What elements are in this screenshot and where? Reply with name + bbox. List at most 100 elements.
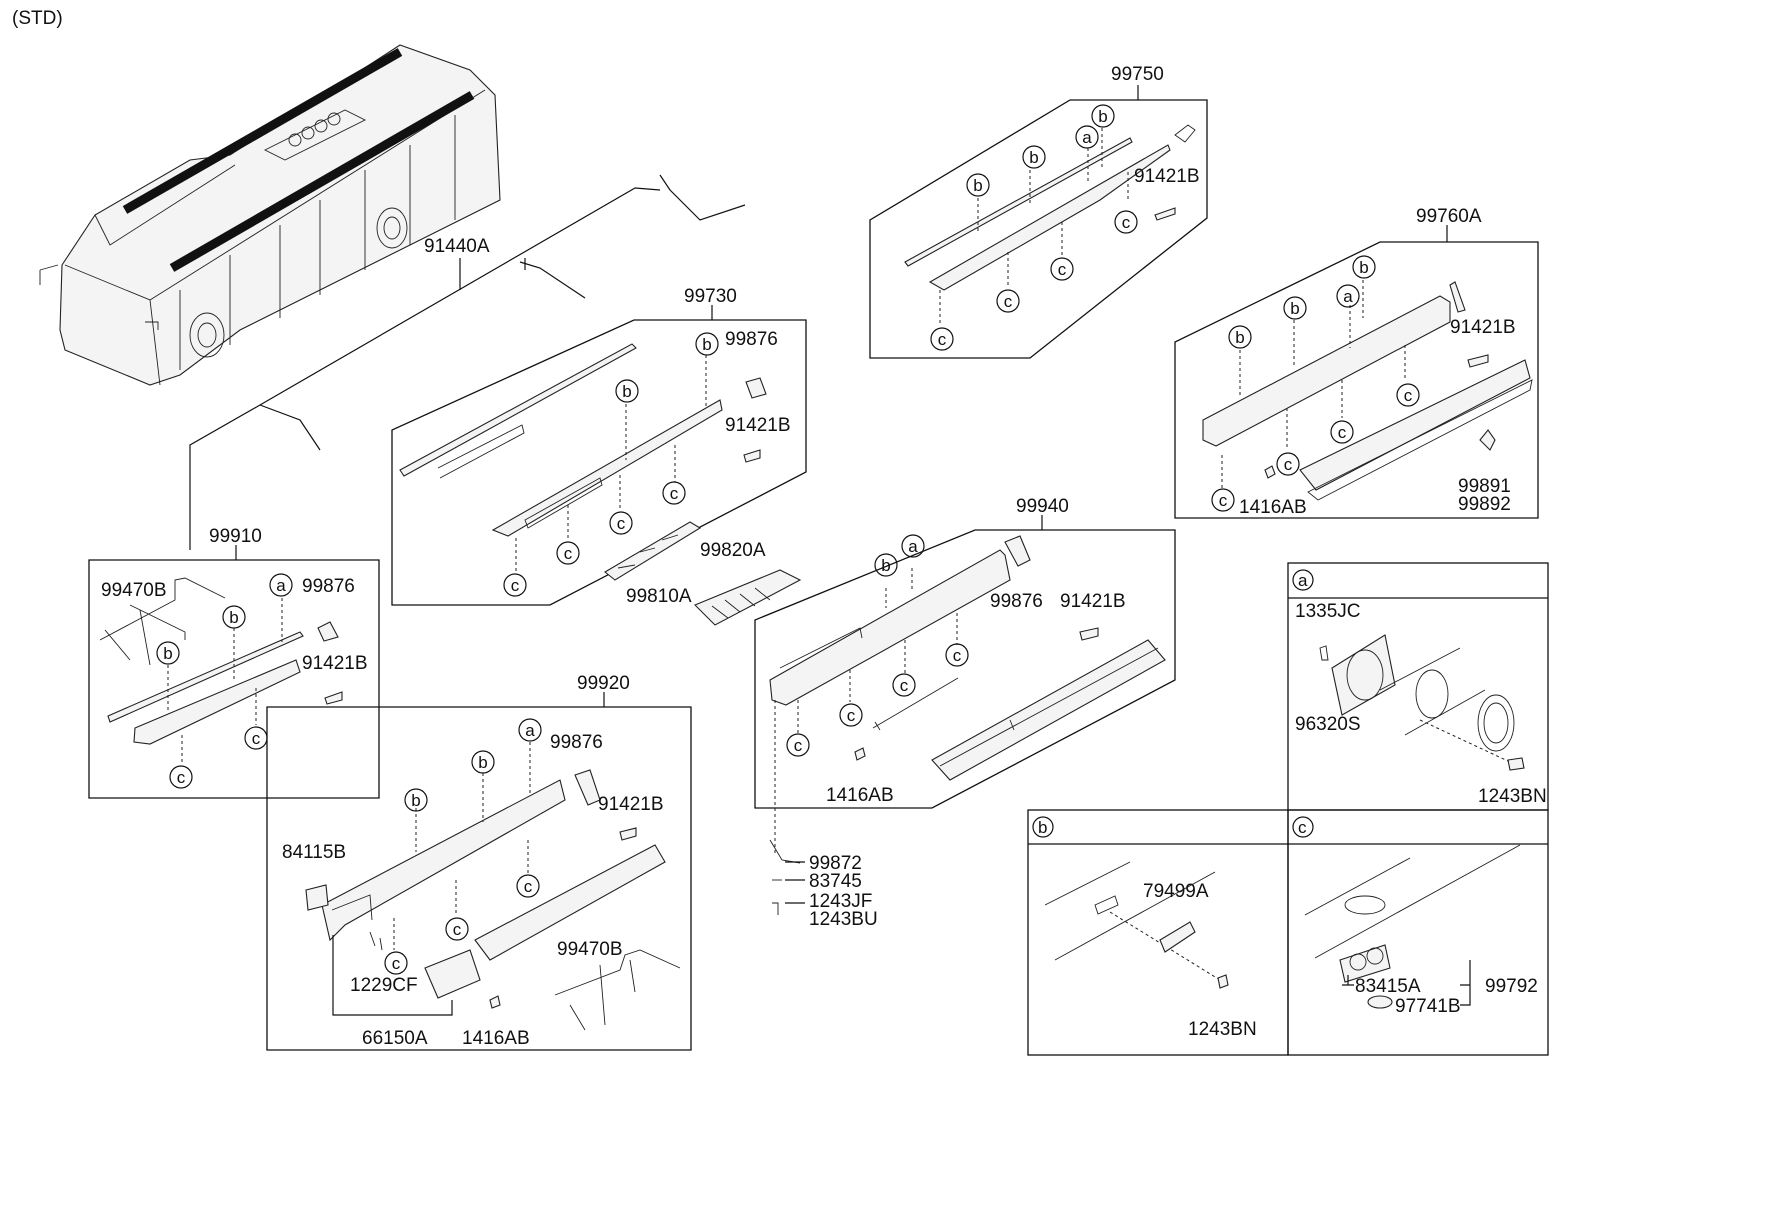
callout-letter-a: a <box>908 537 918 556</box>
callout-letter-a: a <box>1082 128 1092 147</box>
callout-letter-c: c <box>1284 455 1293 474</box>
wiring-harness-91440A: 91440A <box>189 174 746 550</box>
callout-letter-c: c <box>524 877 533 896</box>
part-1243JF: 1243JF <box>809 891 872 912</box>
callout-letter-c: c <box>1338 423 1347 442</box>
callout-circle-c <box>662 481 686 505</box>
part-83415A: 83415A <box>1355 976 1421 997</box>
callout-circle-c <box>503 573 527 597</box>
callout-letter-c: c <box>392 954 401 973</box>
loose-parts-99810A-99820A: 99810A 99820A <box>604 521 802 626</box>
part-91421B-99730: 91421B <box>725 415 791 436</box>
callout-circle-c <box>445 917 469 941</box>
part-99892: 99892 <box>1458 494 1511 515</box>
group-label-99910: 99910 <box>209 526 262 547</box>
callout-circle-b <box>874 553 898 577</box>
callout-letter-b: b <box>1290 299 1299 318</box>
callout-circle-c <box>556 541 580 565</box>
part-91421B: 91421B <box>1134 166 1200 187</box>
callout-letter-b: b <box>1235 328 1244 347</box>
group-99730: 99730 99876 91421B <box>391 286 807 606</box>
part-99810A: 99810A <box>626 586 692 607</box>
detail-panel-b: b 79499A 1243BN <box>1027 809 1289 1056</box>
callout-letter-a: a <box>276 576 286 595</box>
variant-label: (STD) <box>12 8 63 29</box>
callout-letter-c: c <box>953 646 962 665</box>
group-label-99920: 99920 <box>577 673 630 694</box>
part-99820A: 99820A <box>700 540 766 561</box>
detail-a-marker: a <box>1298 571 1308 590</box>
part-99876-99730: 99876 <box>725 329 778 350</box>
part-91421B-99940: 91421B <box>1060 591 1126 612</box>
callout-letter-c: c <box>252 729 261 748</box>
callout-circle-c <box>1396 383 1420 407</box>
callout-circle-a <box>1075 125 1099 149</box>
callout-circle-c <box>169 765 193 789</box>
callout-circle-c <box>1211 488 1235 512</box>
group-99920: 99920 99876 91421B 84115B 1229CF 99470B … <box>266 673 692 1051</box>
callout-circle-c <box>892 673 916 697</box>
detail-c-marker: c <box>1298 818 1307 837</box>
callout-letter-b: b <box>1098 107 1107 126</box>
callout-circle-a <box>1336 284 1360 308</box>
part-91421B-99910: 91421B <box>302 653 368 674</box>
detail-b-marker: b <box>1038 818 1047 837</box>
callout-letter-c: c <box>177 768 186 787</box>
part-99876-99910: 99876 <box>302 576 355 597</box>
callout-circle-c <box>786 733 810 757</box>
group-99760A: 99760A 91421B 1416AB 99891 99892 <box>1174 206 1539 519</box>
callout-letter-c: c <box>900 676 909 695</box>
callout-circle-c <box>384 951 408 975</box>
callout-circle-b <box>471 750 495 774</box>
callout-circle-c <box>930 327 954 351</box>
callout-letter-b: b <box>1029 148 1038 167</box>
part-1243BN-a: 1243BN <box>1478 786 1547 807</box>
callout-circle-b <box>404 788 428 812</box>
callout-circle-a <box>901 534 925 558</box>
part-91421B-99760A: 91421B <box>1450 317 1516 338</box>
part-99470B-99920: 99470B <box>557 939 623 960</box>
part-1243BU: 1243BU <box>809 909 878 930</box>
group-label-99750: 99750 <box>1111 64 1164 85</box>
callout-circle-c <box>996 289 1020 313</box>
callout-circle-c <box>609 511 633 535</box>
callout-letter-c: c <box>1004 292 1013 311</box>
callout-circle-c <box>945 643 969 667</box>
part-99872: 99872 <box>809 853 862 874</box>
callout-letter-a: a <box>1343 287 1353 306</box>
callout-letter-b: b <box>702 335 711 354</box>
part-1229CF: 1229CF <box>350 975 418 996</box>
part-84115B: 84115B <box>282 842 346 863</box>
group-99910: 99910 99470B 99876 91421B <box>88 526 380 799</box>
group-99750: 99750 91421B <box>869 64 1208 359</box>
callout-letter-b: b <box>478 753 487 772</box>
callout-letter-c: c <box>511 576 520 595</box>
callout-circle-c <box>516 874 540 898</box>
group-label-99730: 99730 <box>684 286 737 307</box>
callout-circle-b <box>615 379 639 403</box>
part-99891: 99891 <box>1458 476 1511 497</box>
part-83745: 83745 <box>809 871 862 892</box>
callout-circle-b <box>156 641 180 665</box>
callout-circle-a <box>518 718 542 742</box>
callout-circle-c <box>1276 452 1300 476</box>
part-97741B: 97741B <box>1395 996 1461 1017</box>
callout-letter-b: b <box>622 382 631 401</box>
callout-letter-c: c <box>847 706 856 725</box>
callout-letter-b: b <box>973 176 982 195</box>
part-1416AB-99760A: 1416AB <box>1239 497 1307 518</box>
callout-circle-c <box>1114 210 1138 234</box>
callout-circle-b <box>1283 296 1307 320</box>
part-91421B-99920: 91421B <box>598 794 664 815</box>
part-1335JC: 1335JC <box>1295 601 1361 622</box>
part-1416AB-99920: 1416AB <box>462 1028 530 1049</box>
callout-letter-c: c <box>670 484 679 503</box>
detail-panel-c: c 83415A 97741B 99792 <box>1287 809 1549 1056</box>
callout-circle-b <box>1352 255 1376 279</box>
part-79499A: 79499A <box>1143 881 1209 902</box>
part-99792: 99792 <box>1485 976 1538 997</box>
part-66150A: 66150A <box>362 1028 428 1049</box>
callout-letter-c: c <box>1404 386 1413 405</box>
callout-letter-c: c <box>564 544 573 563</box>
